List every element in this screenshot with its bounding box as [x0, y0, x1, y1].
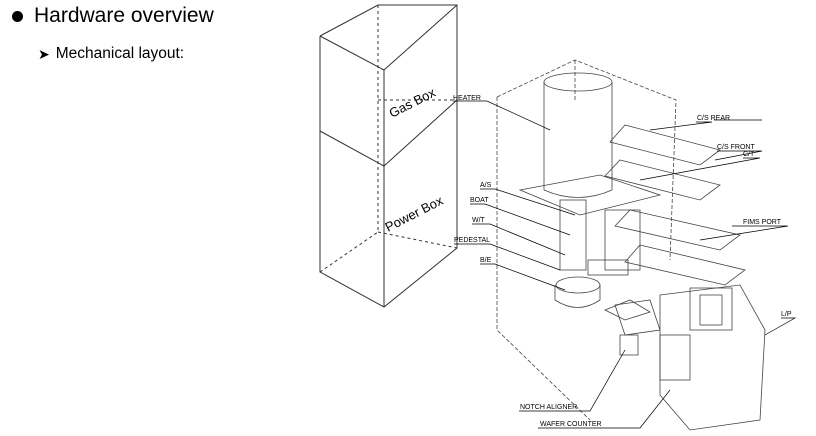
label-wt: W/T	[472, 217, 486, 224]
label-boat: BOAT	[470, 197, 489, 204]
gas-box-label: Gas Box	[387, 84, 439, 120]
label-heater: HEATER	[453, 95, 481, 102]
equipment-drawing	[496, 59, 766, 431]
arrow-bullet-icon: ➤	[38, 45, 50, 62]
power-box-label: Power Box	[383, 193, 446, 235]
slide-subtitle-text: Mechanical layout:	[55, 45, 185, 62]
label-notch-aligner: NOTCH ALIGNER	[520, 404, 577, 411]
label-lp: L/P	[781, 311, 792, 318]
label-cs-front: C/S FRONT	[717, 144, 755, 151]
slide-title-text: Hardware overview	[34, 4, 214, 27]
label-ct: C/T	[743, 151, 755, 158]
bullet-icon	[12, 10, 23, 22]
cabinet-drawing	[319, 4, 458, 308]
label-cs-rear: C/S REAR	[697, 115, 730, 122]
label-fims-port: FIMS PORT	[743, 219, 782, 226]
slide-title: Hardware overview	[12, 4, 214, 28]
callout-leaders	[453, 100, 797, 429]
label-be: B/E	[480, 257, 492, 264]
label-as: A/S	[480, 182, 492, 189]
label-pedestal: PEDESTAL	[454, 237, 490, 244]
slide-subtitle: ➤ Mechanical layout:	[38, 45, 184, 63]
label-wafer-counter: WAFER COUNTER	[540, 421, 602, 428]
